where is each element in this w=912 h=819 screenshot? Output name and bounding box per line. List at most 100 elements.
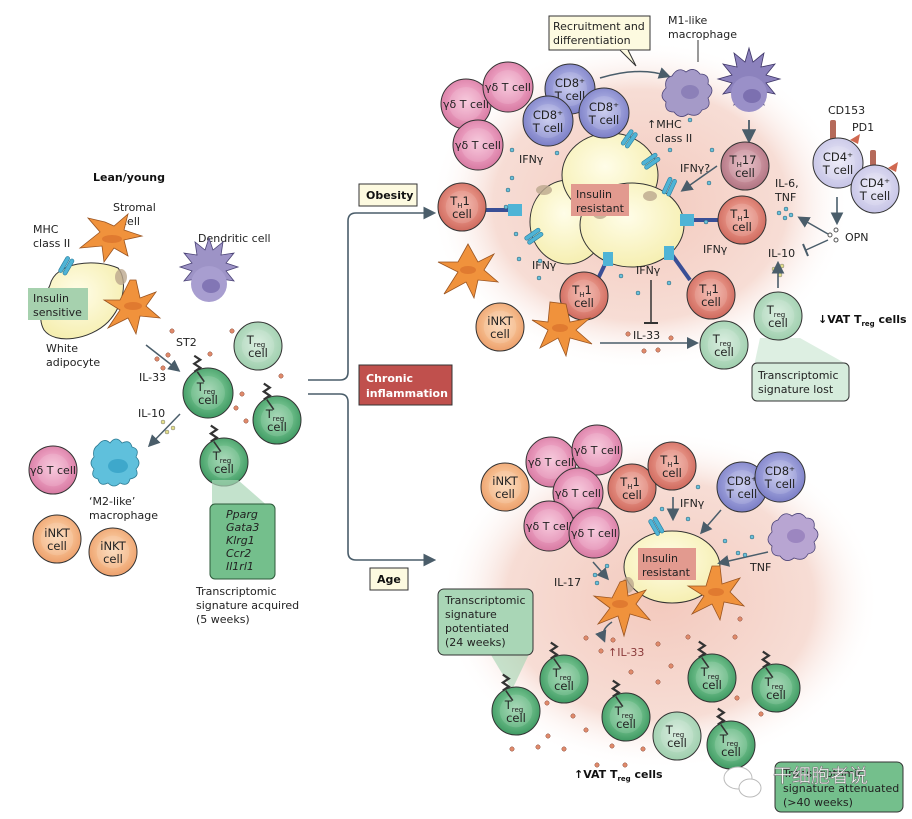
svg-text:Obesity: Obesity: [366, 189, 413, 202]
il17-label: IL-17: [554, 576, 581, 589]
tcr-synapse-icon: [484, 204, 522, 216]
svg-text:γδ T cell: γδ T cell: [30, 464, 76, 477]
gene-list: Pparg Gata3 Klrg1 Ccr2 Il1rl1: [226, 508, 263, 573]
watermark: 干细胞者说: [723, 765, 868, 798]
gene-signature-box: Pparg Gata3 Klrg1 Ccr2 Il1rl1: [209, 503, 276, 580]
svg-text:γδ T cell: γδ T cell: [574, 444, 620, 457]
age-branch-arrow: [308, 393, 437, 567]
svg-text:γδ T cell: γδ T cell: [526, 520, 572, 533]
il33-label-obese: IL-33: [633, 329, 660, 342]
opn-inhibit-line: [805, 239, 829, 251]
age-badge: Age: [369, 567, 409, 591]
cd8-t-cell: CD8⁺T cell: [716, 461, 768, 513]
stromal-cell-icon: [78, 212, 144, 264]
cd4-t-cell: CD4⁺T cell: [812, 137, 864, 189]
m1-macrophage-icon: [661, 69, 713, 117]
il6-tnf-label: IL-6,TNF: [774, 177, 799, 204]
cd153-label: CD153: [828, 104, 865, 117]
il17-arrow: [592, 561, 609, 581]
vat-treg-up-label: ↑VAT Treg cells: [574, 768, 663, 783]
svg-text:CD8⁺T cell: CD8⁺T cell: [726, 474, 757, 501]
opn-dots: [827, 227, 839, 243]
cd8-arrow-age: [700, 509, 722, 535]
gamma-delta-t-cell: γδ T cell: [568, 507, 620, 559]
stromal-cell-icon: [102, 279, 162, 336]
ifng-label-4: IFNγ: [703, 243, 728, 256]
m1-macrophage-spiky-icon: [716, 46, 782, 112]
cd153-icon: [830, 120, 836, 142]
stromal-cell-icon: [592, 579, 652, 638]
dendritic-cell-icon: [178, 236, 240, 302]
tnf-label: TNF: [749, 561, 771, 574]
ifng-label-2: IFNγ: [532, 259, 557, 272]
opn-label: OPN: [845, 231, 869, 244]
m2-label: ‘M2-like’macrophage: [89, 495, 158, 522]
svg-text:CD8⁺T cell: CD8⁺T cell: [532, 108, 563, 135]
pd1-label: PD1: [852, 121, 874, 134]
svg-text:Age: Age: [377, 573, 401, 586]
gamma-delta-t-cell: γδ T cell: [28, 445, 78, 495]
svg-text:γδ T cell: γδ T cell: [528, 456, 574, 469]
svg-text:↑VAT Treg cells: ↑VAT Treg cells: [574, 768, 663, 783]
cd8-t-cell: CD8⁺T cell: [578, 87, 630, 139]
gamma-delta-t-cell: γδ T cell: [523, 500, 575, 552]
svg-text:CD8⁺T cell: CD8⁺T cell: [764, 464, 795, 491]
il33-label: IL-33: [139, 371, 166, 384]
macrophage-icon: [767, 513, 819, 561]
chat-bubble-icon: [738, 778, 762, 798]
stromal-cell-icon: [437, 243, 500, 300]
callout-pointer: [754, 338, 850, 366]
recruit-arrow: [599, 67, 671, 79]
ifng-label-3: IFNγ: [636, 264, 661, 277]
stromal-cell-icon: [531, 301, 593, 358]
ifng-label: IFNγ: [519, 153, 544, 166]
il33-arrow: [145, 344, 181, 372]
th17-arrow: [680, 165, 718, 192]
